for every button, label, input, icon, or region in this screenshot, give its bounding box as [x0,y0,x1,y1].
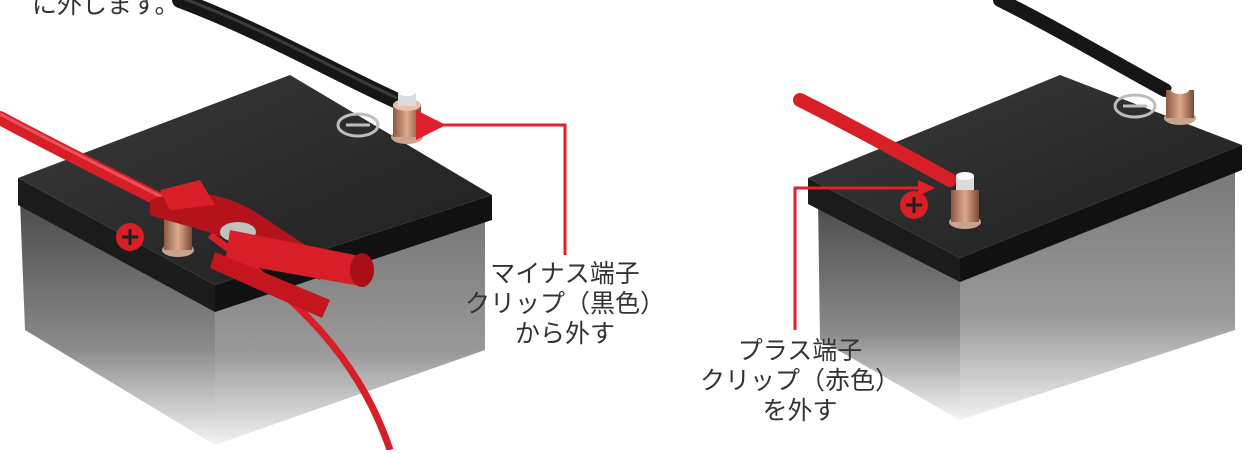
left-battery [0,0,492,452]
left-callout-line-2: クリップ（黒色） [464,289,665,318]
left-callout-line-3: から外す [514,319,615,348]
right-callout-line-3: を外す [762,396,838,425]
minus-terminal-icon [1113,93,1157,119]
left-callout-label: マイナス端子 クリップ（黒色） から外す [455,259,675,349]
plus-terminal-icon [116,223,144,251]
left-callout-line-1: マイナス端子 [490,259,640,288]
right-callout-label: プラス端子 クリップ（赤色） を外す [690,336,910,426]
minus-terminal-icon [336,112,380,138]
right-battery [793,0,1242,420]
right-callout-line-2: クリップ（赤色） [699,366,900,395]
right-callout-line-1: プラス端子 [737,336,863,365]
plus-terminal-icon [900,191,928,219]
left-callout-line [416,110,567,255]
instruction-text: に外します。 [32,0,180,19]
right-callout-line [793,186,920,330]
